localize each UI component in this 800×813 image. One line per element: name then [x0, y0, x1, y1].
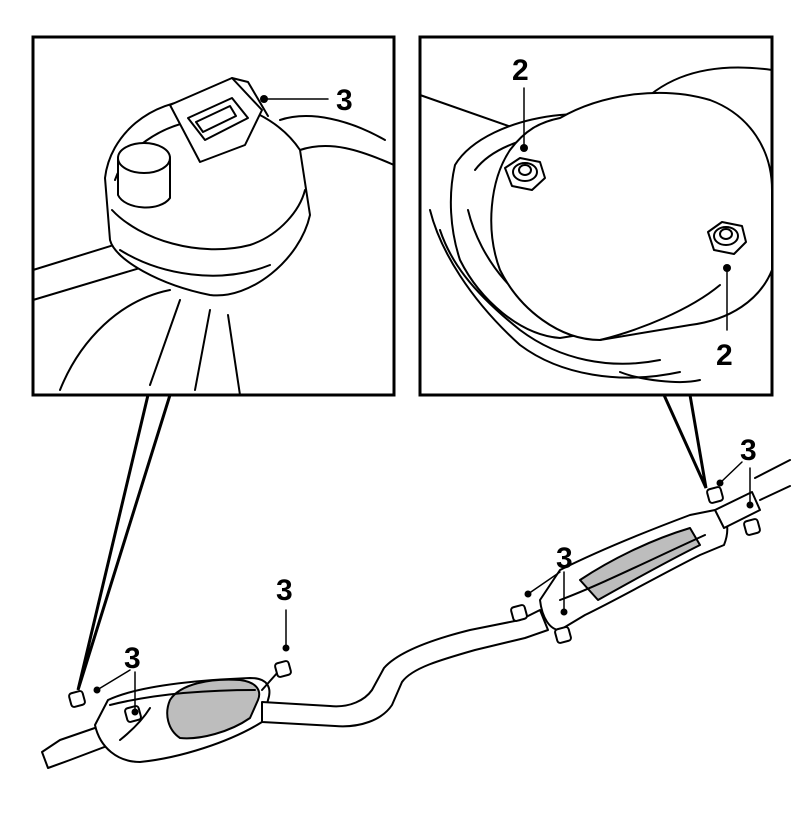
exhaust-system: [41, 459, 791, 769]
right-inset-pointer: [661, 393, 708, 489]
flange-closeup: [419, 66, 773, 383]
center-hanger-label: 3: [556, 542, 573, 575]
left-detail-inset: 3: [31, 35, 396, 691]
right-detail-inset: 2 2: [418, 35, 774, 489]
left-inset-label-3: 3: [336, 84, 353, 117]
front-hanger-right: [743, 518, 761, 536]
rubber-hanger-closeup: [32, 77, 395, 396]
rear-hanger-left-label: 3: [124, 642, 141, 675]
rear-hanger-right: [274, 660, 292, 678]
rear-hanger-left: [68, 690, 86, 708]
rear-hanger-right-label: 3: [276, 574, 293, 607]
front-hanger-left: [706, 486, 724, 504]
lower-nut: [707, 221, 747, 331]
front-hangers-label: 3: [740, 434, 757, 467]
right-inset-label-2-lower: 2: [716, 339, 733, 372]
upper-nut: [504, 87, 546, 191]
intermediate-pipe: [261, 609, 549, 728]
front-pipe: [714, 491, 761, 529]
right-inset-label-2-upper: 2: [512, 54, 529, 87]
center-hanger-left: [510, 604, 528, 622]
center-hanger-right: [554, 626, 572, 644]
